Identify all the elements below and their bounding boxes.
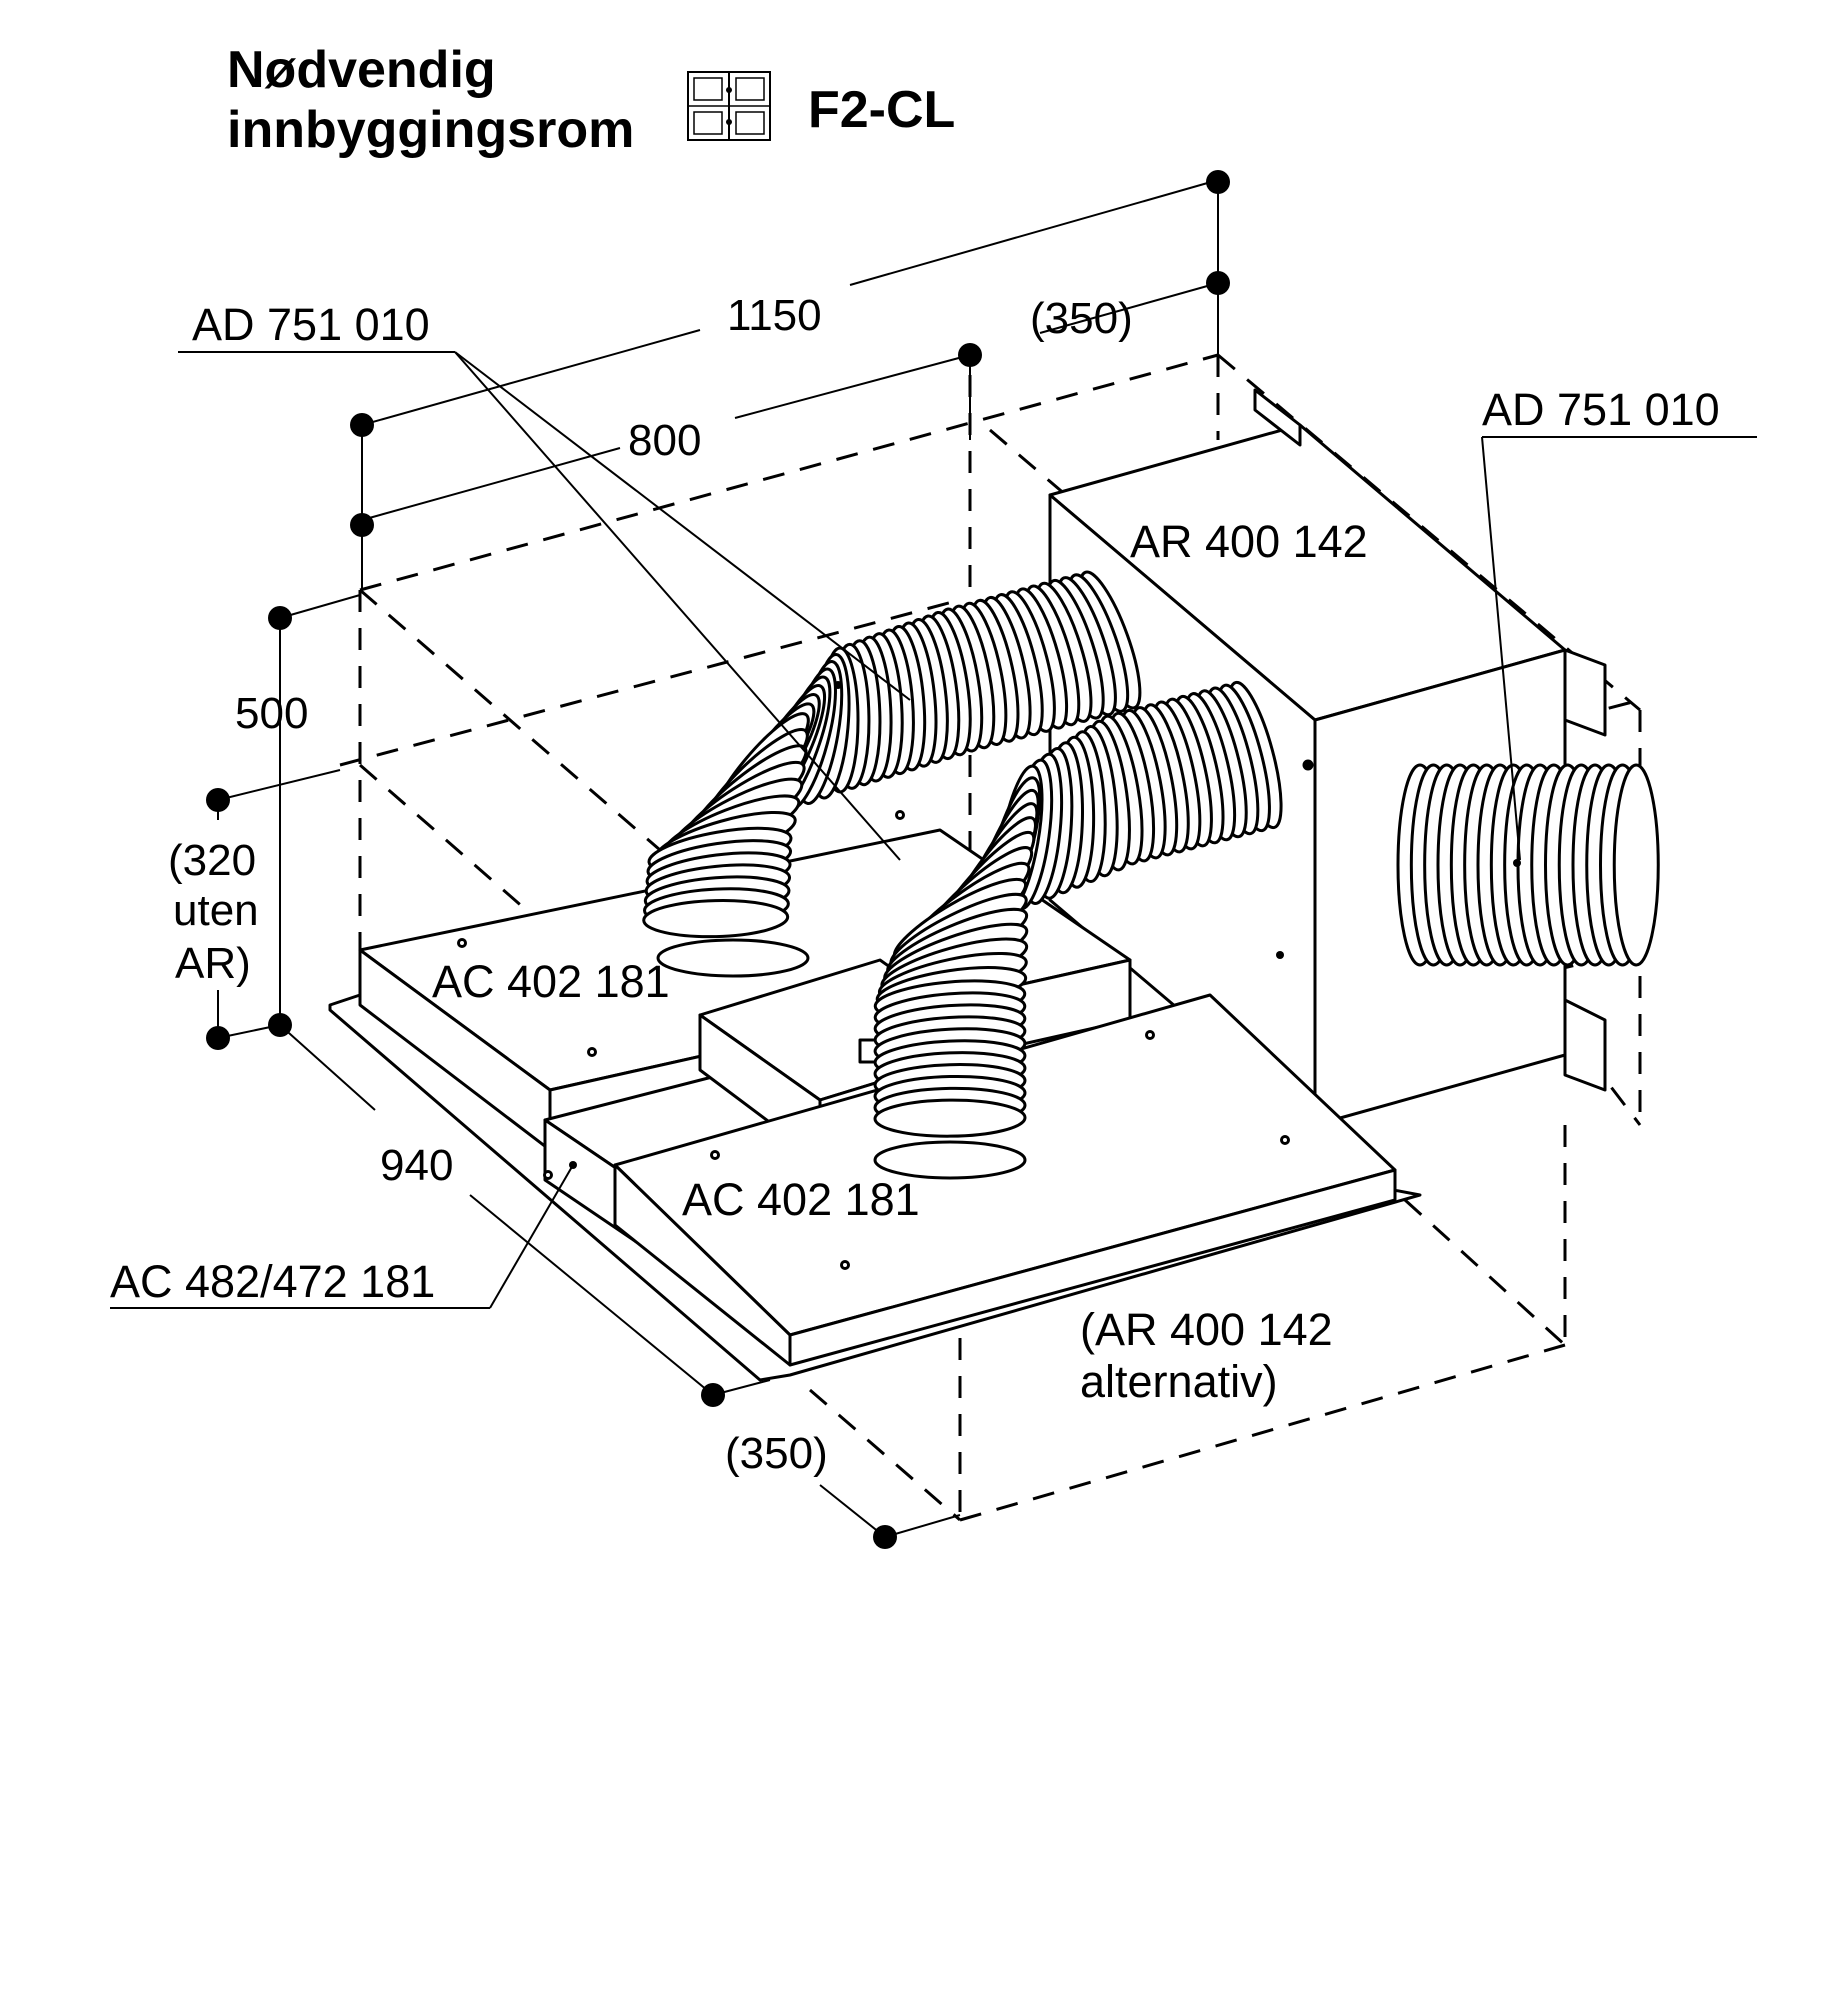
dim-front-offset: (350) xyxy=(725,1429,828,1478)
dim-height-note-3: AR) xyxy=(175,939,251,988)
dimension-dots xyxy=(206,170,1521,1549)
label-center-unit: AC 482/472 181 xyxy=(110,1256,435,1307)
duct-left xyxy=(642,570,1142,939)
model-label: F2-CL xyxy=(808,81,956,139)
duct-collar xyxy=(873,1140,1027,1180)
label-alt-line-2: alternativ) xyxy=(1080,1356,1278,1407)
dim-front-depth: 940 xyxy=(380,1141,453,1190)
label-filter-right: AC 402 181 xyxy=(682,1174,920,1225)
hob-four-zone-icon xyxy=(686,70,772,147)
dim-height-note-2: uten xyxy=(173,886,259,935)
label-alt-line-1: (AR 400 142 xyxy=(1080,1304,1333,1355)
dim-height: 500 xyxy=(235,689,308,738)
dim-depth-inner: 800 xyxy=(628,416,701,465)
label-duct-left: AD 751 010 xyxy=(192,299,430,350)
label-duct-right: AD 751 010 xyxy=(1482,384,1720,435)
label-filter-left: AC 402 181 xyxy=(432,956,670,1007)
dim-top-offset: (350) xyxy=(1030,294,1133,343)
duct-front xyxy=(873,680,1283,1138)
dim-height-note-1: (320 xyxy=(168,836,256,885)
title-line-2: innbyggingsrom xyxy=(227,101,635,159)
duct-collar xyxy=(656,938,810,978)
duct-right xyxy=(1396,763,1660,967)
flexible-ducts xyxy=(642,570,1660,1180)
label-recirc-box: AR 400 142 xyxy=(1130,516,1368,567)
dim-width: 1150 xyxy=(727,291,822,340)
title-line-1: Nødvendig xyxy=(227,41,496,99)
page-title: Nødvendig innbyggingsrom xyxy=(227,40,634,160)
